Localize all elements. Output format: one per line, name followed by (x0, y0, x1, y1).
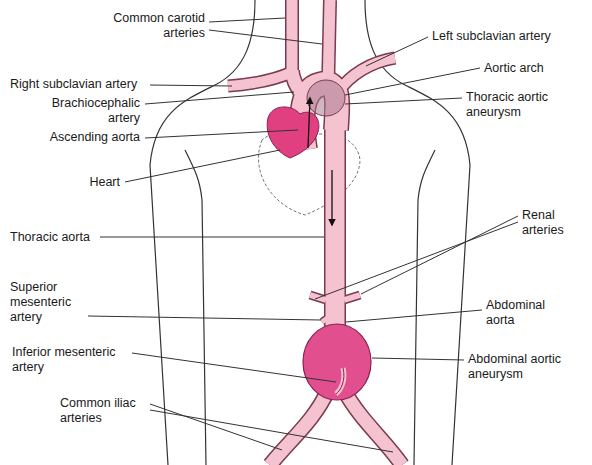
part-label: Thoracic aorta (10, 230, 120, 245)
vessel-outlines (228, 0, 402, 465)
part-label: Left subclavian artery (432, 29, 587, 44)
superior-mesenteric (322, 314, 333, 322)
leader-line (150, 410, 393, 452)
renal-right (344, 295, 360, 300)
part-label: Abdominal aorta (486, 298, 566, 328)
thoracic-aneurysm (307, 80, 345, 116)
right-iliac (344, 390, 402, 465)
part-label: Right subclavian artery (10, 77, 150, 92)
leader-line (150, 404, 282, 450)
leader-line (366, 37, 428, 66)
part-label: Ascending aorta (20, 130, 140, 145)
descending-aorta (324, 110, 346, 340)
leader-line (345, 98, 462, 104)
leader-line (150, 85, 232, 86)
leader-line (372, 358, 464, 360)
flow-arrow (331, 170, 332, 225)
left-shoulder-arm (150, 0, 255, 465)
right-subclavian (228, 72, 292, 86)
leader-line (100, 237, 324, 238)
right-carotid (285, 0, 299, 72)
descending-aorta (326, 110, 345, 340)
heart (267, 107, 319, 158)
part-label: Aortic arch (484, 61, 584, 76)
leader-line (145, 92, 294, 104)
part-label: Superior mesenteric artery (10, 280, 90, 325)
right-carotid (287, 0, 298, 72)
inferior-mesenteric-edge (336, 368, 344, 394)
part-label: Common iliac arteries (60, 396, 148, 426)
leader-line (145, 130, 298, 138)
leader-lines (88, 18, 518, 452)
part-label: Common carotid arteries (105, 11, 205, 41)
part-label: Brachiocephalic artery (40, 96, 140, 126)
leader-line (88, 316, 321, 320)
part-label: Renal arteries (522, 208, 584, 238)
leader-line (209, 18, 285, 22)
leader-line (315, 222, 518, 299)
renal-right (344, 295, 360, 300)
part-label: Inferior mesenteric artery (12, 345, 144, 375)
vessel-fills (228, 0, 402, 465)
left-iliac (270, 390, 328, 465)
part-label: Abdominal aortic aneurysm (468, 352, 586, 382)
right-torso-side (414, 150, 435, 465)
right-shoulder-arm (365, 0, 470, 465)
leader-line (346, 310, 482, 322)
left-iliac (270, 390, 328, 465)
part-label: Thoracic aortic aneurysm (466, 90, 576, 120)
part-label: Heart (70, 175, 120, 190)
body-outline (150, 0, 470, 465)
leader-line (132, 353, 336, 382)
flow-arrow (308, 98, 310, 148)
leader-line (345, 68, 480, 95)
inferior-mesenteric (336, 368, 344, 394)
leader-line (209, 30, 322, 44)
right-iliac (344, 390, 402, 465)
leader-line (125, 150, 280, 182)
right-subclavian (228, 72, 292, 86)
abdominal-aneurysm (303, 324, 371, 400)
leader-line (361, 216, 518, 294)
